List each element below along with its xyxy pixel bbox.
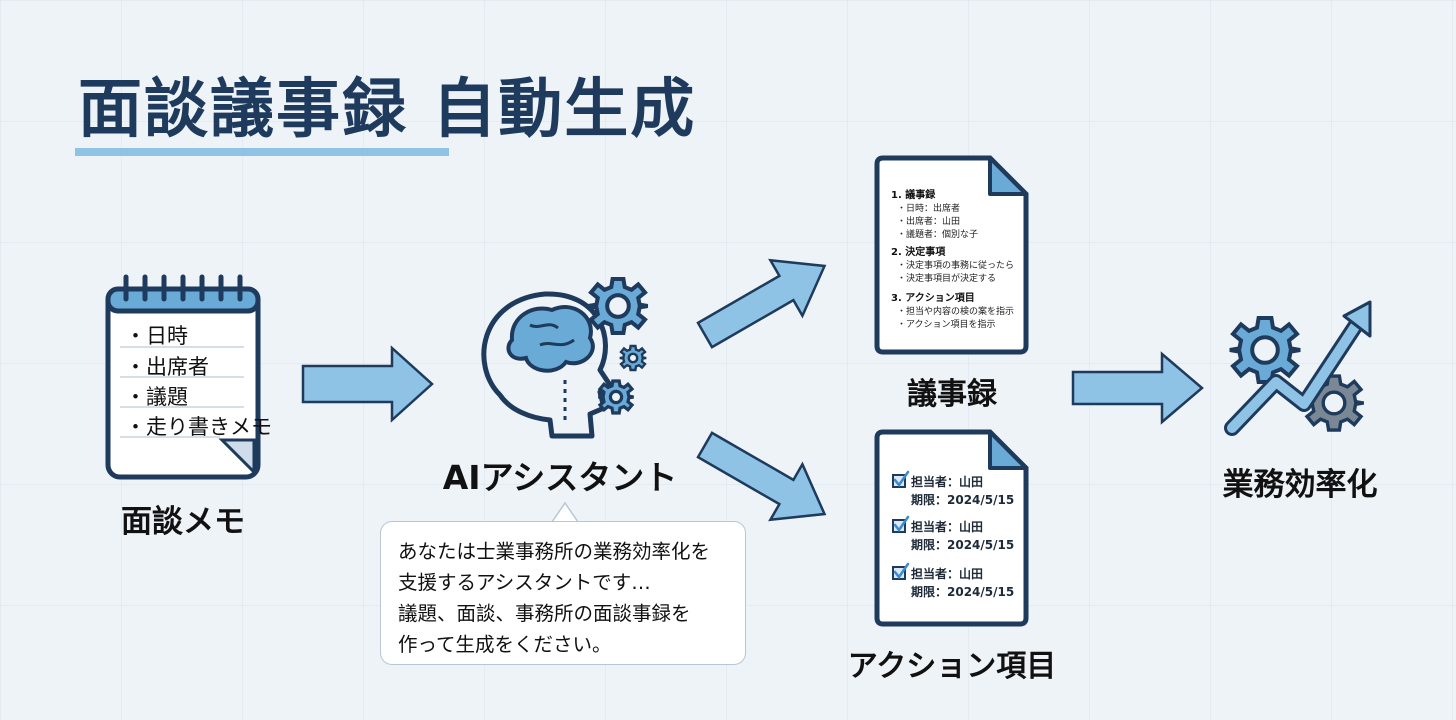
checkbox-icon (892, 474, 906, 580)
arrow-ai-to-actions (696, 431, 827, 522)
memo-item: ・日時 (125, 324, 188, 348)
memo-item: ・出席者 (125, 355, 209, 379)
action-assignee: 担当者：山田 (911, 567, 984, 581)
minutes-bullet: ・担当や内容の検の案を指示 (897, 307, 1015, 317)
gear-icon (588, 279, 647, 415)
memo-label: 面談メモ (121, 504, 245, 540)
prompt-bubble (380, 521, 746, 665)
memo-item: ・議題 (125, 385, 188, 409)
action-deadline: 期限：2024/5/15 (911, 538, 1015, 552)
document-icon (874, 155, 1029, 355)
bubble-pointer (550, 501, 580, 523)
action-deadline: 期限：2024/5/15 (911, 493, 1015, 507)
growth-chart-icon (1224, 300, 1372, 436)
brain-head-icon (481, 291, 615, 439)
page-title: 面談議事録 自動生成 (78, 73, 697, 147)
minutes-bullet: ・出席者：山田 (897, 217, 961, 227)
assistant-label: AIアシスタント (442, 458, 678, 497)
minutes-bullet: ・日時：出席者 (897, 204, 961, 214)
minutes-section-heading: 2. 決定事項 (891, 247, 946, 258)
minutes-label: 議事録 (907, 377, 997, 412)
minutes-bullet: ・議題者：個別な子 (897, 230, 979, 240)
action-deadline: 期限：2024/5/15 (911, 585, 1015, 599)
arrow-to-result (1071, 351, 1204, 425)
actions-label: アクション項目 (847, 649, 1057, 684)
action-assignee: 担当者：山田 (911, 475, 984, 489)
action-assignee: 担当者：山田 (911, 520, 984, 534)
prompt-text: あなたは士業事務所の業務効率化を支援するアシスタントです… 議題、面談、事務所の面… (398, 536, 710, 660)
minutes-section-heading: 3. アクション項目 (891, 293, 975, 304)
minutes-bullet: ・決定事項目が決定する (897, 274, 997, 284)
minutes-bullet: ・アクション項目を指示 (897, 320, 996, 330)
title-underline (75, 148, 449, 156)
prompt-line: あなたは士業事務所の業務効率化を (398, 540, 711, 563)
arrow-ai-to-minutes (696, 258, 827, 349)
prompt-line: 議題、面談、事務所の面談事録を (398, 602, 691, 625)
document-icon (874, 429, 1029, 627)
minutes-bullet: ・決定事項の事務に従ったら (897, 261, 1015, 271)
prompt-line: 作って生成をください。 (398, 633, 612, 656)
memo-item: ・走り書きメモ (125, 415, 272, 439)
prompt-line: 支援するアシスタントです… (398, 571, 651, 594)
notepad-icon (105, 274, 261, 480)
result-label: 業務効率化 (1222, 467, 1378, 503)
arrow-memo-to-ai (301, 345, 434, 423)
minutes-section-heading: 1. 議事録 (891, 190, 936, 201)
